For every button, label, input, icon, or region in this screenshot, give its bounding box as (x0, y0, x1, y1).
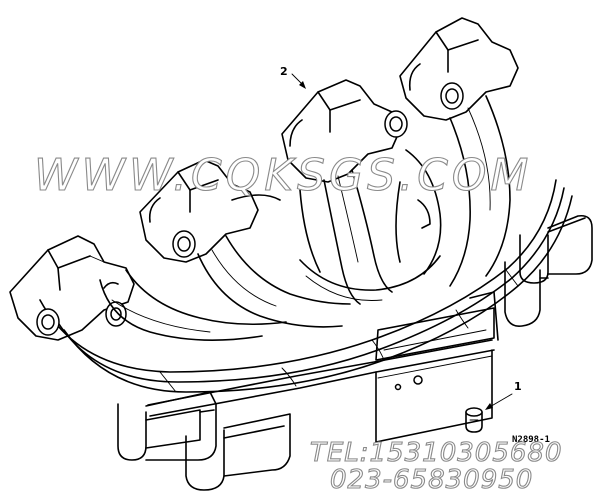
mounting-bosses (504, 214, 593, 328)
runner-1 (99, 269, 287, 341)
callout-2: 2 (280, 65, 306, 89)
port-flange-2 (139, 159, 259, 263)
front-bosses (117, 391, 291, 491)
runner-3 (299, 169, 401, 305)
runner-2 (197, 194, 351, 328)
watermark-tel: TEL:15310305680 (309, 437, 563, 468)
front-runner (39, 179, 573, 393)
watermark-phone: 023-65830950 (329, 464, 534, 495)
callout-2-label: 2 (280, 65, 288, 78)
plug (394, 375, 483, 433)
callout-1-label: 1 (514, 380, 522, 393)
runner-4 (405, 95, 511, 287)
port-flange-3 (281, 79, 408, 183)
port-flange-1 (9, 235, 135, 341)
collector (299, 199, 441, 301)
drawing-reference: N2898-1 (512, 435, 550, 445)
watermark-site: WWW.CQKSGS.COM (33, 149, 533, 201)
port-flange-4 (399, 17, 519, 121)
callout-1: 1 (485, 380, 522, 410)
